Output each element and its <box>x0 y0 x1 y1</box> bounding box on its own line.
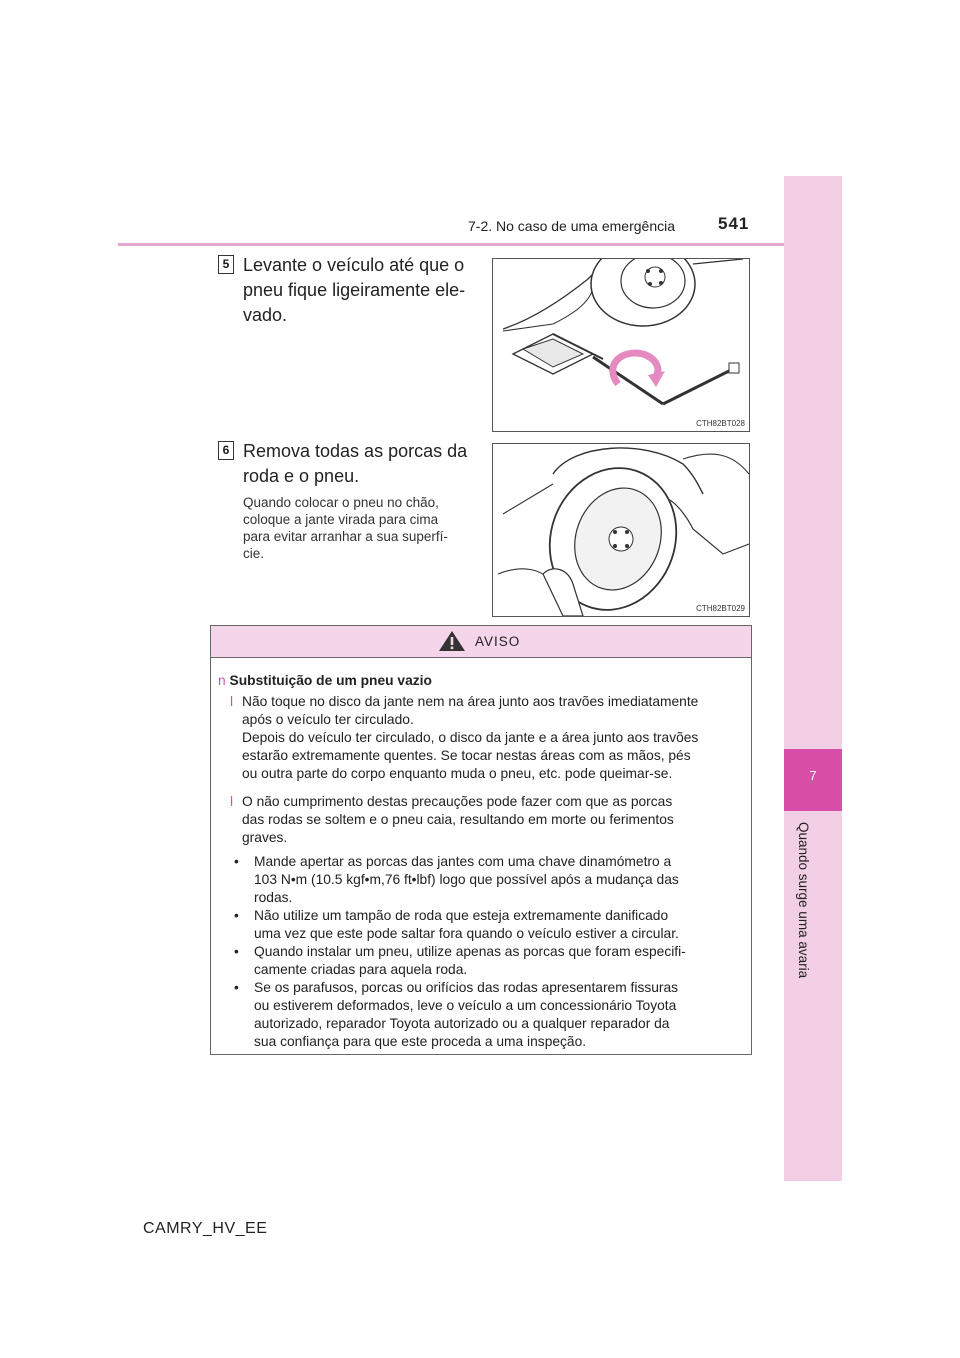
step-6-note: Quando colocar o pneu no chão, coloque a… <box>243 494 477 562</box>
item-line: Depois do veículo ter circulado, o disco… <box>242 730 699 745</box>
sub-item-line: Mande apertar as porcas das jantes com u… <box>254 854 672 869</box>
item-line: estarão extremamente quentes. Se tocar n… <box>242 748 691 763</box>
sub-item-line: ou estiverem deformados, leve o veículo … <box>254 998 677 1013</box>
step-number-5: 5 <box>218 255 234 274</box>
item-line: Não toque no disco da jante nem na área … <box>242 694 699 709</box>
item-line: graves. <box>242 830 288 845</box>
side-tab-background <box>784 176 842 749</box>
sub-bullet: • <box>234 944 239 959</box>
sub-item-line: Quando instalar um pneu, utilize apenas … <box>254 944 686 959</box>
sub-item-line: autorizado, reparador Toyota autorizado … <box>254 1016 670 1031</box>
warning-item-1: l Não toque no disco da jante nem na áre… <box>230 693 742 783</box>
step-number-6: 6 <box>218 441 234 460</box>
step-5-title-line: Levante o veículo até que o <box>243 255 465 275</box>
chapter-number: 7 <box>809 768 817 783</box>
jack-illustration <box>502 259 744 406</box>
heading-marker: n <box>218 673 226 688</box>
step-5-title-line: pneu fique ligeiramente ele- <box>243 280 466 300</box>
warning-item-2: l O não cumprimento destas precauções po… <box>230 793 742 847</box>
item-line: das rodas se soltem e o pneu caia, resul… <box>242 812 674 827</box>
step-5-title: Levante o veículo até que o pneu fique l… <box>243 253 477 328</box>
sub-item: • Mande apertar as porcas das jantes com… <box>230 853 742 907</box>
figure-jack-raising-vehicle: CTH82BT028 <box>492 258 750 432</box>
sub-item-line: sua confiança para que este proceda a um… <box>254 1034 587 1049</box>
step-6-note-line: cie. <box>243 546 265 561</box>
document-code: CAMRY_HV_EE <box>143 1220 268 1237</box>
sub-item: • Quando instalar um pneu, utilize apena… <box>230 943 742 979</box>
figure-code: CTH82BT028 <box>696 419 745 428</box>
sub-item-line: Se os parafusos, porcas ou orifícios das… <box>254 980 679 995</box>
sub-item-line: 103 N•m (10.5 kgf•m,76 ft•lbf) logo que … <box>254 872 679 887</box>
item-line: ou outra parte do corpo enquanto muda o … <box>242 766 673 781</box>
sub-bullet: • <box>234 854 239 869</box>
sub-item: • Se os parafusos, porcas ou orifícios d… <box>230 979 742 1051</box>
side-tab-chapter-marker <box>784 749 842 811</box>
sub-item-line: uma vez que este pode saltar fora quando… <box>254 926 679 941</box>
item-line: O não cumprimento destas precauções pode… <box>242 794 673 809</box>
sub-bullet: • <box>234 980 239 995</box>
warning-sub-list: • Mande apertar as porcas das jantes com… <box>230 853 742 1051</box>
warning-triangle-icon <box>439 631 465 651</box>
warning-header: AVISO <box>211 626 751 658</box>
sub-bullet: • <box>234 908 239 923</box>
sub-item-line: rodas. <box>254 890 293 905</box>
step-5-title-line: vado. <box>243 305 288 325</box>
sub-item-line: camente criadas para aquela roda. <box>254 962 468 977</box>
bullet-marker: l <box>230 794 234 809</box>
figure-removing-tire: CTH82BT029 <box>492 443 750 617</box>
warning-heading-row: n Substituição de um pneu vazio <box>218 672 743 690</box>
side-tab-background-lower <box>784 811 842 1181</box>
step-6-note-line: coloque a jante virada para cima <box>243 512 439 527</box>
step-6-title-line: roda e o pneu. <box>243 466 360 486</box>
header-rule <box>118 243 784 246</box>
step-6-title: Remova todas as porcas da roda e o pneu. <box>243 439 477 489</box>
sub-item-line: Não utilize um tampão de roda que esteja… <box>254 908 669 923</box>
page-number: 541 <box>718 214 750 233</box>
warning-box: AVISO n Substituição de um pneu vazio l … <box>210 625 752 1055</box>
item-line: após o veículo ter circulado. <box>242 712 414 727</box>
chapter-title: Quando surge uma avaria <box>796 822 811 979</box>
header-section-title: 7-2. No caso de uma emergência <box>468 218 675 234</box>
figure-code: CTH82BT029 <box>696 604 745 613</box>
warning-heading: Substituição de um pneu vazio <box>229 673 432 688</box>
bullet-marker: l <box>230 694 234 709</box>
tire-removal-illustration <box>497 447 749 616</box>
warning-label: AVISO <box>475 634 521 649</box>
step-6-title-line: Remova todas as porcas da <box>243 441 468 461</box>
step-6-note-line: para evitar arranhar a sua superfí- <box>243 529 448 544</box>
step-6-note-line: Quando colocar o pneu no chão, <box>243 495 439 510</box>
sub-item: • Não utilize um tampão de roda que este… <box>230 907 742 943</box>
